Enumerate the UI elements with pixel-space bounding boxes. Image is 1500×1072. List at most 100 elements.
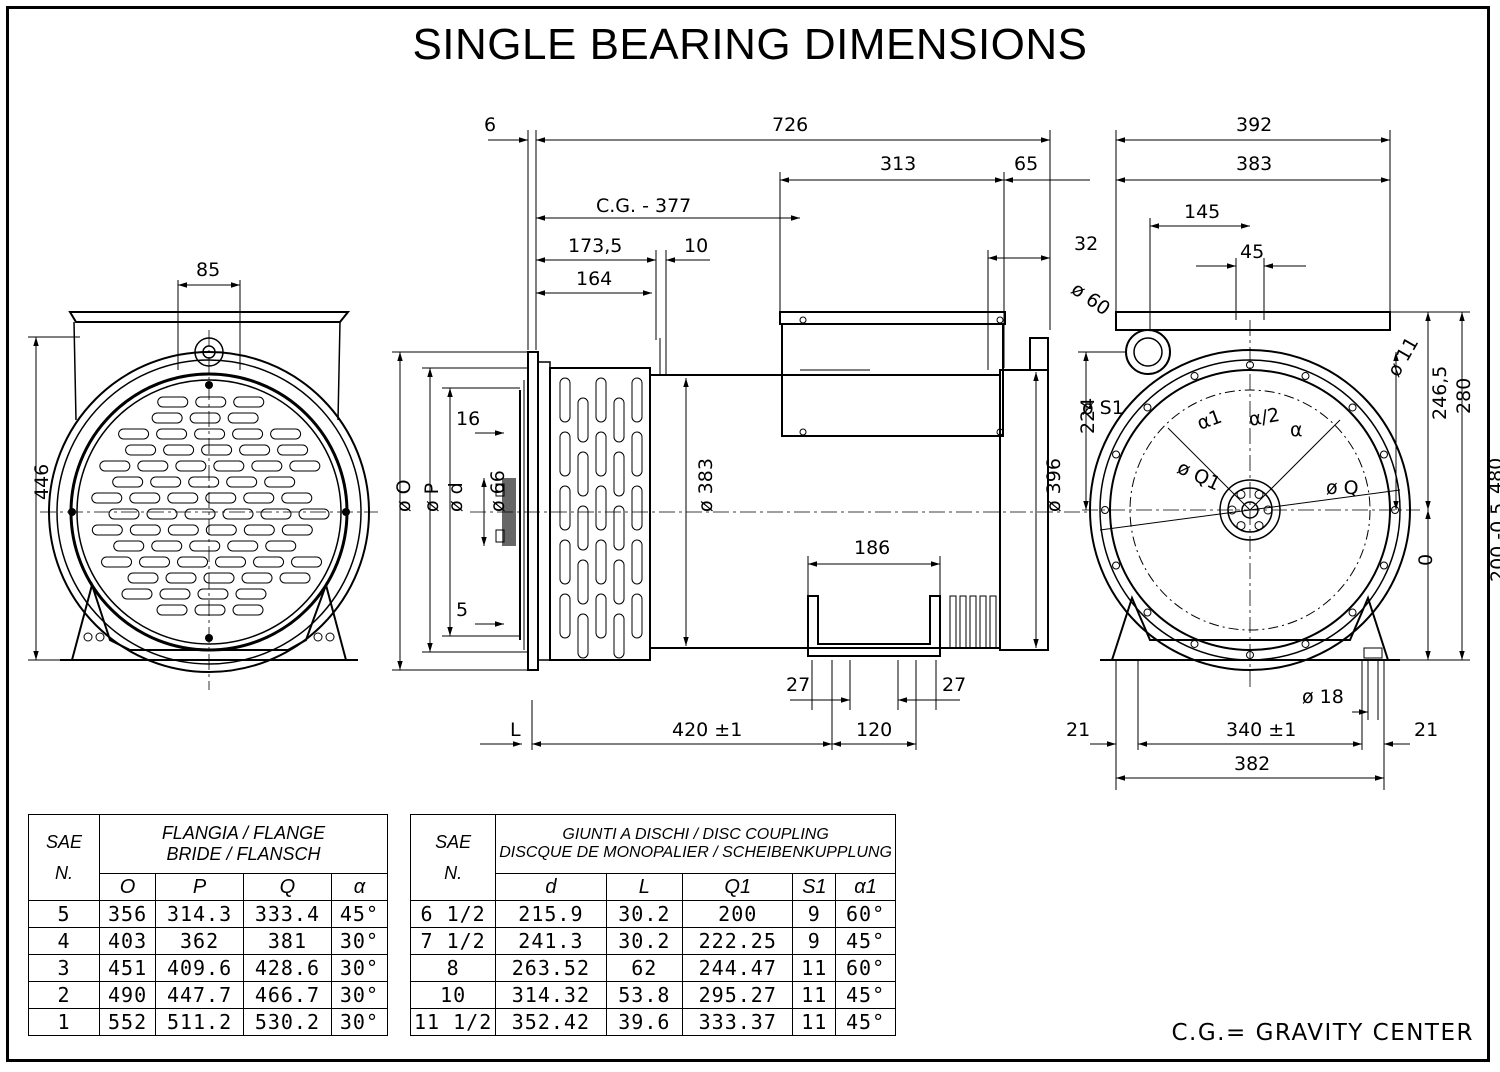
table-cell: 200 <box>682 900 794 928</box>
dim-cg: C.G. - 377 <box>596 195 691 217</box>
table-cell: 30° <box>330 981 389 1009</box>
flange_table-col-3: α <box>330 873 389 901</box>
page-title: SINGLE BEARING DIMENSIONS <box>412 20 1088 69</box>
coupling-header-line1: GIUNTI A DISCHI / DISC COUPLING <box>562 826 829 843</box>
flange-sae-label: SAE <box>45 831 83 852</box>
table-cell: 314.3 <box>155 900 244 928</box>
table-cell: 30.2 <box>605 927 684 955</box>
flange-n-label: N. <box>55 862 73 883</box>
flange-table: SAE N. FLANGIA / FLANGE BRIDE / FLANSCH … <box>28 814 389 1036</box>
dim-21-left: 21 <box>1066 719 1090 741</box>
dim-27-left: 27 <box>786 674 810 696</box>
table-cell: 30° <box>330 1008 389 1036</box>
dim-392: 392 <box>1236 114 1272 136</box>
table-cell: 30° <box>330 954 389 982</box>
table-cell: 362 <box>155 927 244 955</box>
coupling_table-col-1: L <box>605 873 684 901</box>
side-view <box>392 130 1090 750</box>
dim-phi-396: ø 396 <box>1043 458 1065 512</box>
table-cell: 9 <box>792 927 837 955</box>
table-cell: 11 <box>792 981 837 1009</box>
dim-16: 16 <box>456 408 480 430</box>
dim-phi-383: ø 383 <box>695 458 717 512</box>
table-cell: 466.7 <box>242 981 332 1009</box>
table-cell: 428.6 <box>242 954 332 982</box>
table-cell: 511.2 <box>155 1008 244 1036</box>
table-cell: 244.47 <box>682 954 794 982</box>
table-cell: 222.25 <box>682 927 794 955</box>
coupling_table-col-4: α1 <box>835 873 896 901</box>
table-cell: 53.8 <box>605 981 684 1009</box>
table-cell: 39.6 <box>605 1008 684 1036</box>
table-cell: 451 <box>98 954 157 982</box>
dim-zero: 0 <box>1415 554 1437 566</box>
table-cell: 2 <box>28 981 100 1009</box>
table-cell: 6 1/2 <box>409 900 497 928</box>
table-cell: 11 <box>792 1008 837 1036</box>
coupling_table-col-3: S1 <box>792 873 837 901</box>
table-cell: 30.2 <box>605 900 684 928</box>
table-cell: 8 <box>409 954 497 982</box>
dim-420: 420 ±1 <box>672 719 742 741</box>
table-cell: 403 <box>98 927 157 955</box>
dim-186: 186 <box>854 537 890 559</box>
label-alpha-half: α/2 <box>1247 404 1281 431</box>
flange-group-header: FLANGIA / FLANGE BRIDE / FLANSCH <box>99 814 388 874</box>
table-cell: 447.7 <box>155 981 244 1009</box>
dim-phi-d: ø d <box>445 482 467 512</box>
dim-phi-q1: ø Q1 <box>1174 457 1224 496</box>
dim-340: 340 ±1 <box>1226 719 1296 741</box>
coupling-table: SAE N. GIUNTI A DISCHI / DISC COUPLING D… <box>409 814 896 1036</box>
coupling-header-line2: DISCQUE DE MONOPALIER / SCHEIBENKUPPLUNG <box>499 844 892 861</box>
table-cell: 381 <box>242 927 332 955</box>
dim-l: L <box>510 719 521 741</box>
table-cell: 409.6 <box>155 954 244 982</box>
dim-120: 120 <box>856 719 892 741</box>
dim-480: 480 <box>1485 458 1500 494</box>
table-cell: 352.42 <box>495 1008 607 1036</box>
dim-65: 65 <box>1014 153 1038 175</box>
table-cell: 45° <box>835 927 896 955</box>
table-cell: 7 1/2 <box>409 927 497 955</box>
dim-phi-o: ø O <box>393 479 415 512</box>
front-view <box>1078 130 1470 790</box>
dim-382: 382 <box>1234 753 1270 775</box>
coupling-sae-header: SAE N. <box>409 814 497 901</box>
dim-173-5: 173,5 <box>568 235 622 257</box>
coupling_table-col-0: d <box>495 873 607 901</box>
dim-45: 45 <box>1240 241 1264 263</box>
ventilation-grille <box>91 396 330 616</box>
table-cell: 62 <box>605 954 684 982</box>
label-alpha1: α1 <box>1194 406 1225 435</box>
table-cell: 263.52 <box>495 954 607 982</box>
dim-phi-s1: ø S1 <box>1082 397 1124 419</box>
drawing-frame <box>6 6 1490 1062</box>
coupling_table-col-2: Q1 <box>682 873 794 901</box>
table-cell: 45° <box>835 981 896 1009</box>
flange_table-col-0: O <box>98 873 157 901</box>
dim-phi-p: ø P <box>421 483 443 512</box>
dim-164: 164 <box>576 268 612 290</box>
dim-phi-66: ø 66 <box>487 470 509 512</box>
table-cell: 9 <box>792 900 837 928</box>
stator-louvers <box>559 377 643 659</box>
table-cell: 11 1/2 <box>409 1008 497 1036</box>
table-cell: 45° <box>330 900 389 928</box>
dim-phi-q: ø Q <box>1326 477 1359 499</box>
flange-sae-header: SAE N. <box>28 814 100 901</box>
table-cell: 4 <box>28 927 100 955</box>
dim-21-right: 21 <box>1414 719 1438 741</box>
dim-145: 145 <box>1184 201 1220 223</box>
table-cell: 552 <box>98 1008 157 1036</box>
table-cell: 356 <box>98 900 157 928</box>
table-cell: 30° <box>330 927 389 955</box>
dim-85: 85 <box>196 259 220 281</box>
coupling-group-header: GIUNTI A DISCHI / DISC COUPLING DISCQUE … <box>495 814 896 874</box>
gravity-center-note: C.G.= GRAVITY CENTER <box>1171 1020 1474 1046</box>
coupling-n-label: N. <box>444 862 463 883</box>
